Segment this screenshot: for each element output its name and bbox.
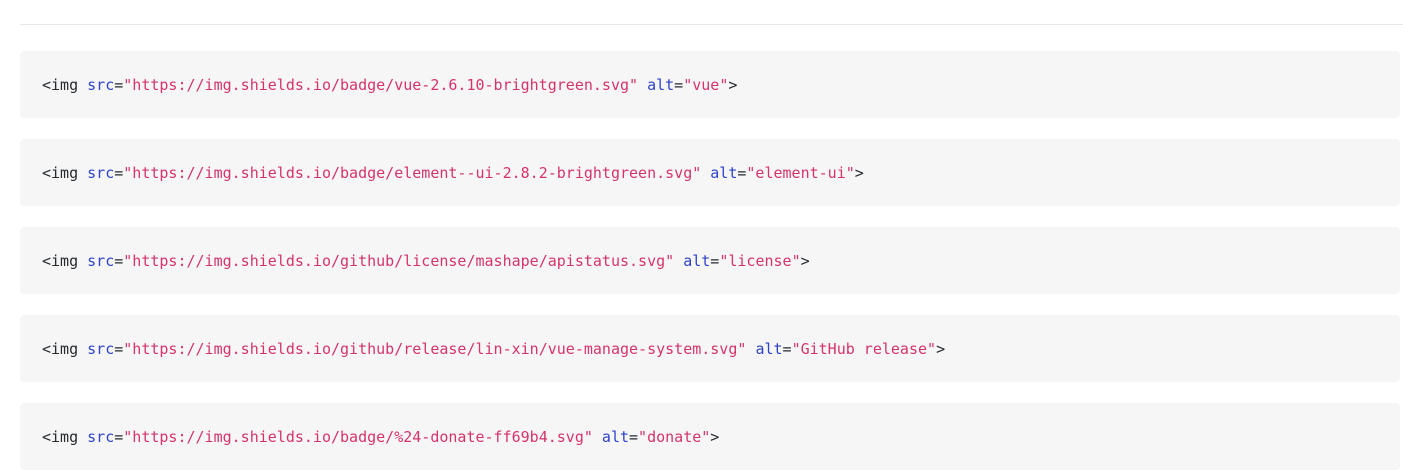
code-line: <img src="https://img.shields.io/github/…	[20, 339, 945, 359]
equals-sign: =	[737, 163, 747, 182]
equals-sign: =	[629, 427, 639, 446]
alt-attribute-name: alt	[710, 163, 738, 182]
code-line: <img src="https://img.shields.io/badge/v…	[20, 75, 737, 95]
code-block-element-ui-badge[interactable]: <img src="https://img.shields.io/badge/e…	[20, 139, 1400, 206]
img-open-tag: <img	[42, 251, 79, 270]
alt-attribute-value: "license"	[719, 251, 801, 270]
equals-sign: =	[710, 251, 720, 270]
code-line: <img src="https://img.shields.io/badge/e…	[20, 163, 864, 183]
tag-close-bracket: >	[854, 163, 864, 182]
alt-attribute-value: "donate"	[638, 427, 711, 446]
equals-sign: =	[782, 339, 792, 358]
code-block-github-release-badge[interactable]: <img src="https://img.shields.io/github/…	[20, 315, 1400, 382]
img-open-tag: <img	[42, 339, 79, 358]
code-block-license-badge[interactable]: <img src="https://img.shields.io/github/…	[20, 227, 1400, 294]
src-attribute-name: src	[87, 339, 115, 358]
equals-sign: =	[114, 427, 124, 446]
alt-attribute-value: "vue"	[683, 75, 729, 94]
equals-sign: =	[114, 163, 124, 182]
src-attribute-name: src	[87, 75, 115, 94]
src-attribute-name: src	[87, 427, 115, 446]
tag-close-bracket: >	[800, 251, 810, 270]
code-block-list: <img src="https://img.shields.io/badge/v…	[20, 38, 1400, 470]
code-block-vue-badge[interactable]: <img src="https://img.shields.io/badge/v…	[20, 51, 1400, 118]
alt-attribute-name: alt	[683, 251, 711, 270]
equals-sign: =	[674, 75, 684, 94]
src-attribute-name: src	[87, 251, 115, 270]
code-line: <img src="https://img.shields.io/github/…	[20, 251, 810, 271]
code-block-donate-badge[interactable]: <img src="https://img.shields.io/badge/%…	[20, 403, 1400, 470]
alt-attribute-name: alt	[755, 339, 783, 358]
img-open-tag: <img	[42, 75, 79, 94]
equals-sign: =	[114, 75, 124, 94]
src-attribute-value: "https://img.shields.io/github/release/l…	[123, 339, 747, 358]
alt-attribute-name: alt	[601, 427, 630, 446]
equals-sign: =	[114, 251, 124, 270]
tag-close-bracket: >	[936, 339, 946, 358]
alt-attribute-name: alt	[647, 75, 675, 94]
section-divider	[20, 24, 1403, 25]
src-attribute-value: "https://img.shields.io/github/license/m…	[123, 251, 675, 270]
img-open-tag: <img	[42, 163, 79, 182]
alt-attribute-value: "element-ui"	[746, 163, 855, 182]
src-attribute-value: "https://img.shields.io/badge/element--u…	[123, 163, 702, 182]
src-attribute-name: src	[87, 163, 115, 182]
code-line: <img src="https://img.shields.io/badge/%…	[20, 427, 719, 447]
alt-attribute-value: "GitHub release"	[791, 339, 937, 358]
src-attribute-value: "https://img.shields.io/badge/vue-2.6.10…	[123, 75, 639, 94]
equals-sign: =	[114, 339, 124, 358]
tag-close-bracket: >	[710, 427, 720, 446]
tag-close-bracket: >	[728, 75, 738, 94]
src-attribute-value: "https://img.shields.io/badge/%24-donate…	[123, 427, 593, 446]
img-open-tag: <img	[42, 427, 79, 446]
